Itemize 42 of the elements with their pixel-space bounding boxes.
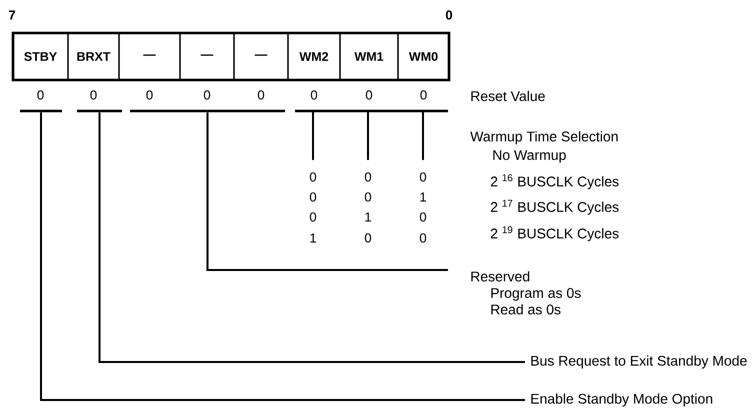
- table-cell: 1: [310, 234, 316, 242]
- row-label: Reset Value: [471, 90, 545, 102]
- bracket: [130, 110, 285, 112]
- table-cell: 0: [364, 192, 372, 202]
- table-cell: 0: [310, 212, 316, 222]
- table-cell: 0: [420, 233, 426, 243]
- reset-value: 0: [146, 90, 153, 100]
- bit-cell: BRXT: [67, 32, 120, 81]
- bit-number: 7: [8, 10, 16, 20]
- reset-value: 0: [310, 90, 318, 100]
- bit-cell: WM1: [339, 32, 399, 81]
- table-cell: 1: [365, 212, 371, 222]
- bit-cell: WM2: [287, 32, 341, 81]
- leader-line: [40, 112, 525, 401]
- description-text: Enable Standby Mode Option: [531, 393, 712, 406]
- reset-value: 0: [37, 90, 44, 100]
- table-cell: 0: [420, 212, 426, 222]
- bit-cell: STBY: [12, 32, 69, 81]
- bit-cell: WM0: [397, 32, 450, 81]
- table-cell: 1: [420, 192, 426, 202]
- reset-value: 0: [420, 90, 427, 100]
- reset-value: 0: [366, 90, 372, 100]
- table-cell: 0: [364, 233, 372, 243]
- reset-value: 0: [204, 90, 210, 100]
- bracket: [20, 110, 62, 112]
- bit-number: 0: [446, 10, 452, 20]
- reset-value: 0: [90, 90, 97, 100]
- table-cell: 0: [310, 172, 316, 182]
- bracket: [77, 110, 122, 112]
- description-text: Reserved Program as 0s Read as 0s: [471, 271, 581, 314]
- bit-cell: —: [233, 32, 289, 81]
- leader-line: [98, 112, 525, 363]
- leader-line: [206, 112, 448, 271]
- description-text: Bus Request to Exit Standby Mode: [531, 355, 747, 368]
- reset-value: 0: [258, 90, 264, 100]
- bit-cell: —: [118, 32, 181, 81]
- bracket: [295, 110, 448, 160]
- table-cell: 0: [420, 172, 426, 182]
- table-cell: 0: [364, 172, 372, 182]
- description-text: Warmup Time Selection No Warmup 2 $^{16}$ BUSCLK Cycles 2 $^{17}$ BUSCLK Cycles 2 $^{19}$ BUSCLK Cycles: [470, 131, 619, 242]
- table-cell: 0: [310, 192, 316, 202]
- bit-cell: —: [179, 32, 235, 81]
